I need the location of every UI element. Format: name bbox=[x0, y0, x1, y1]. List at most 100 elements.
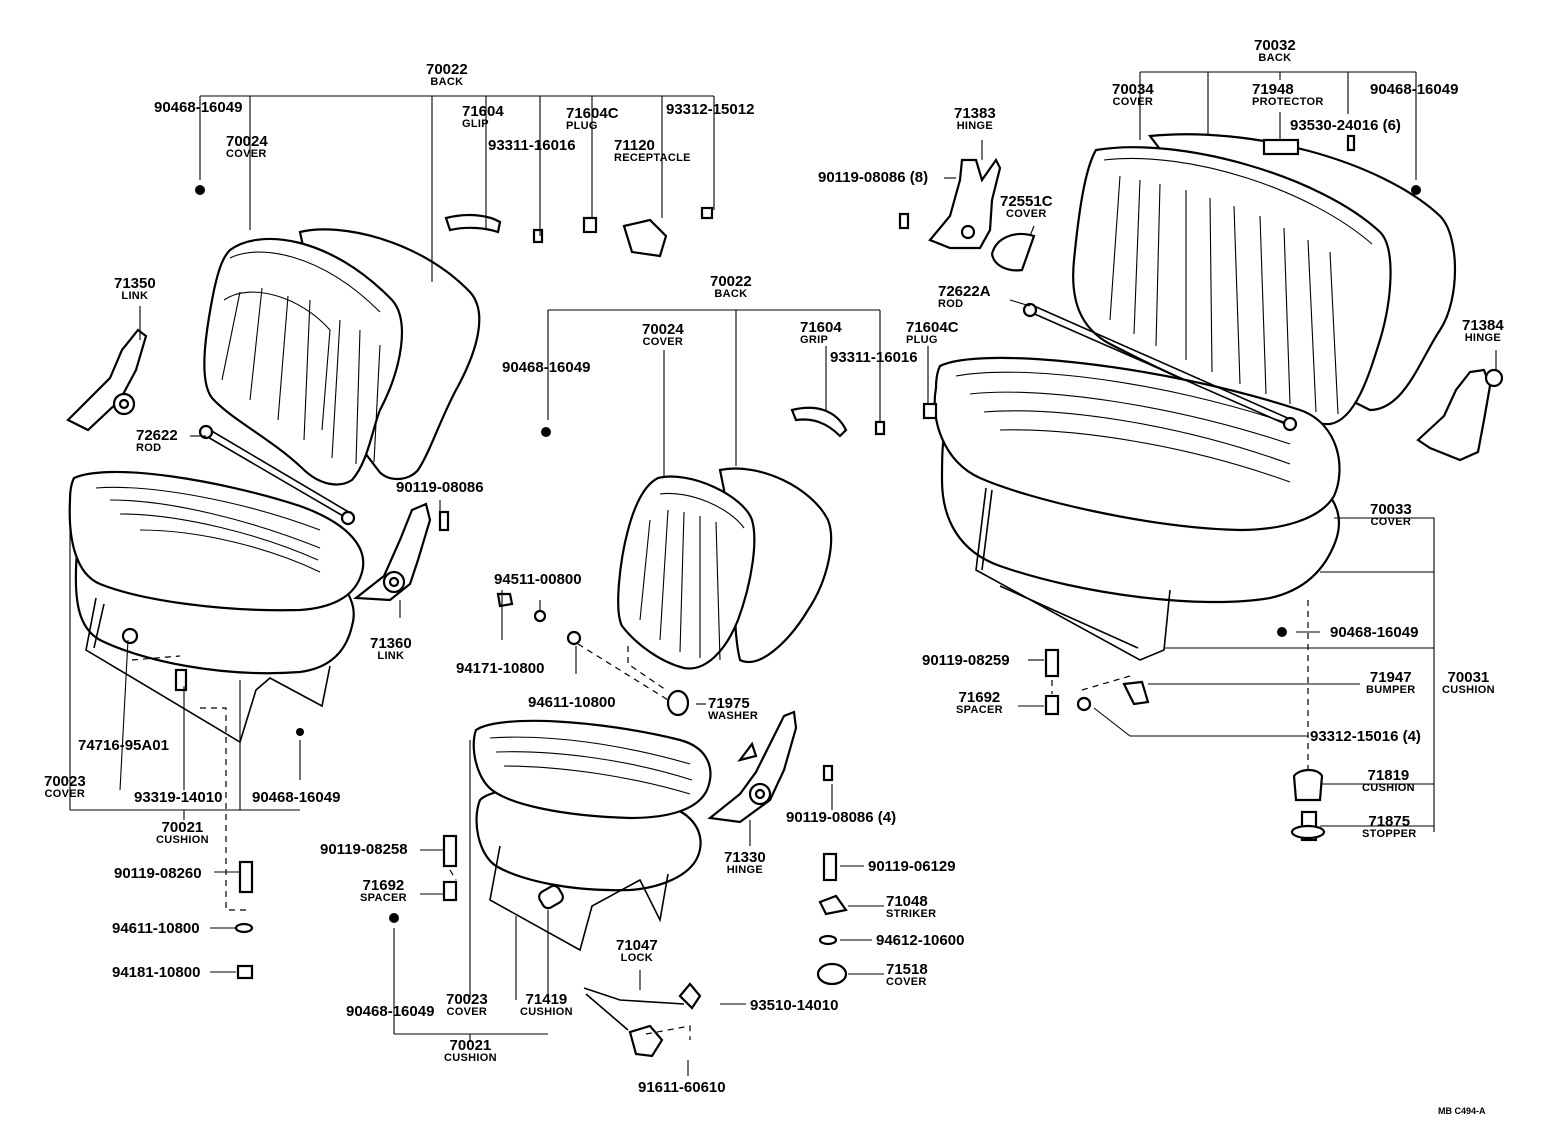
part-number: 93530-24016 (6) bbox=[1290, 117, 1401, 134]
part-number: 70023 bbox=[44, 773, 86, 790]
part-number: 72622A bbox=[938, 283, 991, 300]
part-number: 90468-16049 bbox=[154, 99, 243, 116]
part-name: COVER bbox=[1370, 516, 1412, 528]
part-name: ROD bbox=[136, 442, 162, 454]
callout-93319-14010: 93319-14010 bbox=[134, 790, 222, 805]
callout-91611-60610: 91611-60610 bbox=[638, 1080, 726, 1095]
part-name: HINGE bbox=[956, 120, 994, 132]
callout-93510-14010: 93510-14010 bbox=[750, 998, 838, 1013]
part-name: SPACER bbox=[360, 892, 407, 904]
part-number: 70024 bbox=[226, 133, 268, 150]
right-seat-cushion bbox=[933, 356, 1341, 661]
callout-94611-10800-b: 94611-10800 bbox=[528, 695, 616, 710]
part-name: HINGE bbox=[1464, 332, 1502, 344]
callout-90119-08086-4: 90119-08086 (4) bbox=[786, 810, 896, 825]
part-name: GLIP bbox=[462, 118, 489, 130]
part-name: BACK bbox=[714, 288, 748, 300]
part-number: 71975 bbox=[708, 695, 750, 712]
part-number: 71350 bbox=[114, 275, 156, 292]
part-name: COVER bbox=[44, 788, 86, 800]
part-number: 90468-16049 bbox=[252, 789, 341, 806]
part-number: 70023 bbox=[446, 991, 488, 1008]
middle-lock-71047 bbox=[583, 982, 702, 1058]
part-number: 93319-14010 bbox=[134, 789, 223, 806]
part-number: 71604 bbox=[800, 319, 842, 336]
part-number: 71692 bbox=[362, 877, 405, 894]
callout-90119-08086-8: 90119-08086 (8) bbox=[818, 170, 928, 185]
part-number: 70022 bbox=[426, 61, 468, 78]
callout-94181-10800: 94181-10800 bbox=[112, 965, 200, 980]
part-number: 71120 bbox=[614, 137, 655, 154]
part-name: CUSHION bbox=[520, 1006, 573, 1018]
part-number: 94181-10800 bbox=[112, 964, 201, 981]
middle-hinge-71330 bbox=[707, 710, 798, 824]
part-number: 71875 bbox=[1368, 813, 1411, 830]
part-number: 70021 bbox=[161, 819, 204, 836]
callout-94611-10800-a: 94611-10800 bbox=[112, 921, 200, 936]
part-number: 94171-10800 bbox=[456, 660, 545, 677]
callout-90468-16049-c: 90468-16049 bbox=[502, 360, 590, 375]
part-number: 93311-16016 bbox=[830, 349, 918, 366]
part-number: 71384 bbox=[1462, 317, 1504, 334]
left-link-71360 bbox=[353, 502, 432, 602]
part-number: 70032 bbox=[1254, 37, 1296, 54]
callout-90468-16049-e: 90468-16049 bbox=[1370, 82, 1458, 97]
callout-74716-95a01: 74716-95A01 bbox=[78, 738, 169, 753]
part-name: COVER bbox=[1005, 208, 1047, 220]
callout-90119-08258: 90119-08258 bbox=[320, 842, 408, 857]
part-name: COVER bbox=[1112, 96, 1154, 108]
part-number: 71518 bbox=[886, 961, 928, 978]
part-number: 70024 bbox=[642, 321, 684, 338]
callout-94511-00800: 94511-00800 bbox=[494, 572, 582, 587]
part-number: 71330 bbox=[724, 849, 766, 866]
part-number: 93311-16016 bbox=[488, 137, 576, 154]
part-number: 71047 bbox=[616, 937, 658, 954]
part-number: 70022 bbox=[710, 273, 752, 290]
part-number: 90119-08086 (4) bbox=[786, 809, 897, 826]
part-number: 94611-10800 bbox=[528, 694, 616, 711]
part-name: STRIKER bbox=[886, 908, 937, 920]
part-number: 90119-08258 bbox=[320, 841, 408, 858]
left-seat-back bbox=[203, 228, 481, 486]
right-seat-back bbox=[1072, 133, 1457, 426]
part-number: 71604C bbox=[906, 319, 959, 336]
middle-seat-cushion bbox=[472, 719, 712, 952]
part-name: LINK bbox=[377, 650, 405, 662]
part-number: 71383 bbox=[954, 105, 996, 122]
part-name: HINGE bbox=[726, 864, 764, 876]
part-number: 93510-14010 bbox=[750, 997, 839, 1014]
callout-94171-10800: 94171-10800 bbox=[456, 661, 544, 676]
callout-90119-08259: 90119-08259 bbox=[922, 653, 1010, 668]
part-number: 94612-10600 bbox=[876, 932, 965, 949]
right-hinge-71383 bbox=[928, 157, 1002, 250]
part-name: PLUG bbox=[566, 120, 598, 132]
part-number: 90119-08086 (8) bbox=[818, 169, 929, 186]
part-number: 71692 bbox=[958, 689, 1001, 706]
part-name: BACK bbox=[1258, 52, 1292, 64]
part-number: 90468-16049 bbox=[1330, 624, 1419, 641]
part-name: CUSHION bbox=[1442, 684, 1495, 696]
part-number: 91611-60610 bbox=[638, 1079, 726, 1096]
